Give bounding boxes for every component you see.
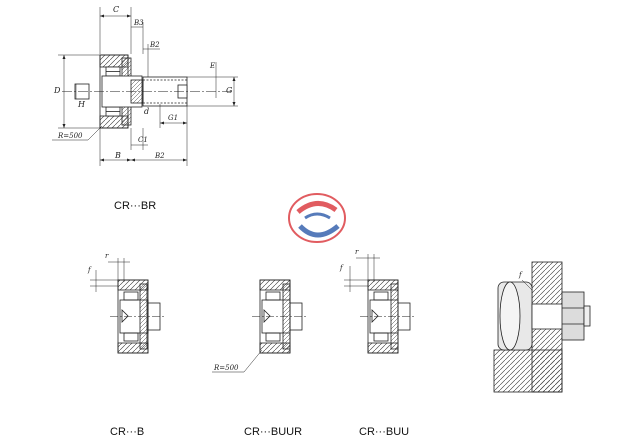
dim-label-g1: G1 (168, 114, 178, 122)
cr-buur-leader (212, 349, 263, 373)
dim-label-b3: B3 (133, 19, 144, 27)
cr-buu-dimension-lines (344, 254, 380, 292)
dim-label-e: E (209, 62, 215, 70)
dim-label-r-b: r (105, 252, 109, 260)
dim-label-c1: C1 (138, 136, 148, 144)
dim-label-c: C (113, 5, 119, 14)
cr-br-dimension-lines (52, 7, 238, 166)
dim-label-b2-bottom: B2 (154, 152, 165, 160)
cr-buur-section-drawing (252, 279, 308, 354)
dim-label-b: B (114, 151, 121, 160)
caption-cr-buur: CR···BUUR (244, 426, 303, 438)
dim-label-f-b: f (87, 266, 92, 274)
company-logo (288, 193, 346, 243)
dim-label-h: H (77, 100, 86, 109)
dim-label-f-buu: f (339, 264, 344, 272)
dim-label-b2-top: B2 (149, 41, 160, 49)
mounting-illustration (493, 261, 591, 393)
cr-b-dimension-lines (90, 258, 130, 292)
caption-cr-buu: CR···BUU (359, 426, 410, 438)
cr-br-arrowheads (62, 14, 236, 162)
cr-buu-section-drawing (360, 279, 416, 354)
dim-label-g: G (226, 86, 233, 95)
caption-cr-b: CR···B (110, 426, 145, 438)
dim-label-d-small: d (144, 107, 149, 116)
dim-label-r-buu: r (355, 248, 359, 256)
dim-label-f-mount: f (518, 271, 523, 279)
cr-b-section-drawing (110, 279, 166, 354)
cr-br-section-drawing (62, 54, 232, 129)
caption-cr-br: CR···BR (114, 200, 157, 212)
dim-label-r500-main: R=500 (57, 132, 83, 140)
dim-label-d: D (53, 86, 61, 95)
dim-label-r500-buur: R=500 (213, 364, 239, 372)
